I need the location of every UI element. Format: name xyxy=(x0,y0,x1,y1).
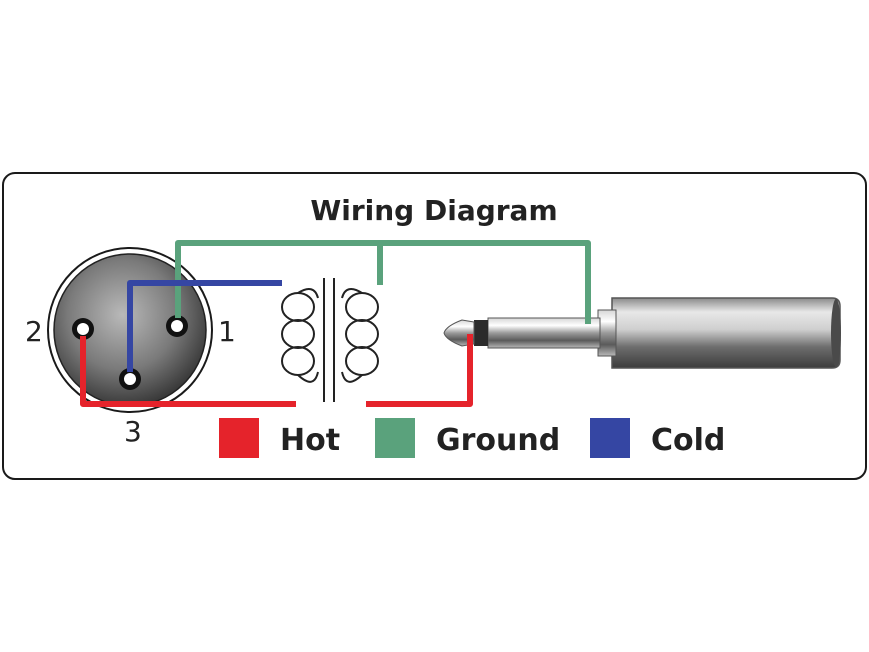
legend-item-hot: Hot xyxy=(219,418,340,458)
secondary-coil xyxy=(341,288,379,383)
pin-label-2: 2 xyxy=(25,315,43,348)
xlr-connector-icon xyxy=(47,247,213,413)
pin-label-1: 1 xyxy=(218,315,236,348)
legend-item-cold: Cold xyxy=(590,418,725,458)
legend-swatch-cold xyxy=(590,418,630,458)
xlr-pin-3 xyxy=(119,368,141,390)
quarter-inch-plug-icon xyxy=(443,297,841,369)
diagram-title: Wiring Diagram xyxy=(310,194,557,227)
hot-wire-primary xyxy=(80,336,296,407)
legend-label-hot: Hot xyxy=(280,423,340,458)
xlr-pin-1 xyxy=(166,315,188,337)
cold-wire xyxy=(127,280,282,372)
legend-swatch-ground xyxy=(375,418,415,458)
hot-wire-secondary xyxy=(366,334,473,407)
primary-coil xyxy=(281,288,319,383)
legend-label-cold: Cold xyxy=(651,423,725,458)
legend-label-ground: Ground xyxy=(436,423,560,458)
legend-swatch-hot xyxy=(219,418,259,458)
legend-item-ground: Ground xyxy=(375,418,560,458)
legend: Hot Ground Cold xyxy=(219,418,725,458)
xlr-pin-2 xyxy=(72,318,94,340)
pin-label-3: 3 xyxy=(124,415,142,448)
transformer-icon xyxy=(281,278,379,402)
